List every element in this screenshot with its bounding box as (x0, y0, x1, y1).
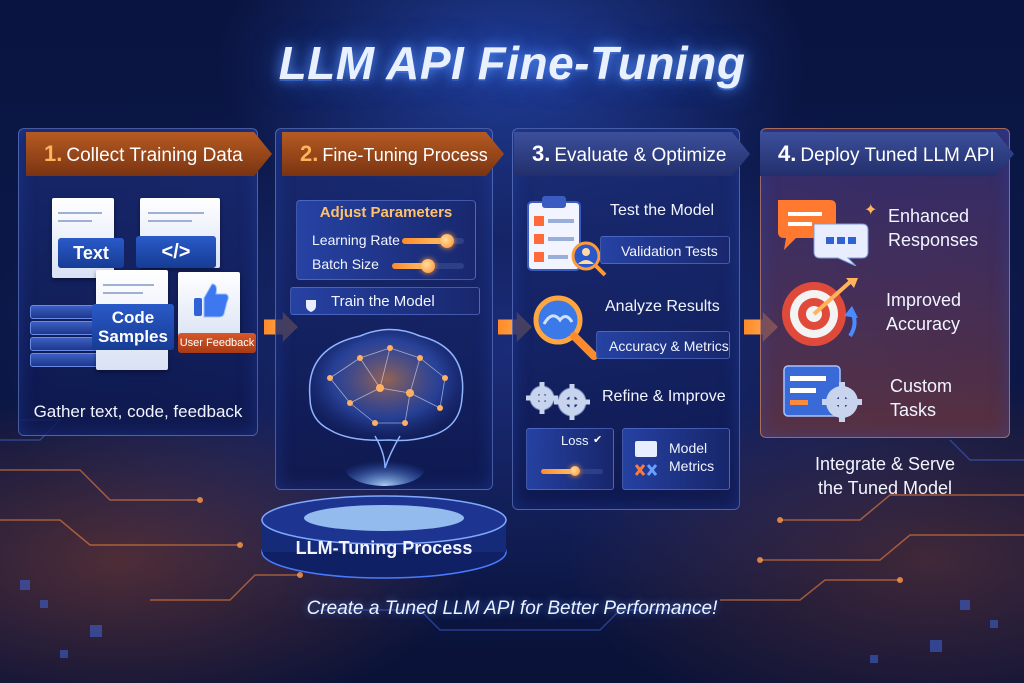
step-3-header: 3.Evaluate & Optimize (514, 132, 750, 176)
test-model-label: Test the Model (610, 202, 715, 219)
footer-tagline: Create a Tuned LLM API for Better Perfor… (306, 598, 718, 619)
pedestal-label: LLM-Tuning Process (295, 538, 473, 558)
magnifying-glass-icon (533, 295, 598, 360)
step-4-header: 4.Deploy Tuned LLM API (760, 132, 1014, 176)
model-metrics-label: Model Metrics (669, 440, 715, 474)
step-2-label: Fine-Tuning Process (322, 145, 488, 165)
step-1-header: 1.Collect Training Data (26, 132, 272, 176)
param-batch-size-label: Batch Size (312, 256, 379, 272)
step-1-caption: Gather text, code, feedback (33, 402, 243, 421)
step-1-label: Collect Training Data (66, 145, 243, 166)
step-2-header: 2.Fine-Tuning Process (282, 132, 504, 176)
brain-network-icon (308, 328, 464, 486)
accuracy-metrics-bar[interactable]: Accuracy & Metrics (596, 331, 730, 359)
train-model-bar[interactable]: Train the Model (290, 287, 480, 315)
tag-code-samples: Code Samples (92, 304, 174, 350)
refine-improve-label: Refine & Improve (602, 388, 726, 405)
task-gear-icon (783, 365, 862, 422)
code-icon: </> (136, 236, 216, 268)
param-learning-rate-label: Learning Rate (312, 232, 400, 248)
analyze-results-label: Analyze Results (605, 298, 720, 315)
tag-text: Text (58, 238, 124, 268)
loss-slider[interactable] (541, 466, 603, 476)
chevron-down-icon: ✔ (593, 434, 603, 446)
step-4-caption: Integrate & Serve the Tuned Model (814, 454, 956, 498)
target-icon (782, 278, 858, 346)
model-metrics-card[interactable]: Model Metrics (622, 428, 730, 490)
outcome-custom-tasks: Custom Tasks (890, 376, 953, 420)
clipboard-checklist-icon (527, 196, 581, 271)
step-3-label: Evaluate & Optimize (554, 145, 727, 166)
step-4-label: Deploy Tuned LLM API (800, 145, 995, 166)
gears-icon (526, 382, 590, 420)
page-title: LLM API Fine-Tuning (278, 37, 746, 89)
outcome-enhanced-responses: Enhanced Responses (888, 206, 979, 250)
thumbs-up-icon (190, 280, 230, 325)
loss-label: Loss (561, 433, 589, 448)
shield-icon (305, 295, 317, 323)
learning-rate-slider[interactable] (402, 234, 464, 248)
tag-user-feedback: User Feedback (178, 333, 256, 353)
metrics-icon (633, 439, 661, 489)
batch-size-slider[interactable] (392, 259, 464, 273)
validation-tests-bar[interactable]: Validation Tests (600, 236, 730, 264)
sparkle-icon: ✦ (864, 202, 878, 219)
chat-bubbles-icon (778, 200, 869, 266)
outcome-improved-accuracy: Improved Accuracy (886, 290, 962, 334)
adjust-parameters-label: Adjust Parameters (319, 204, 453, 221)
pedestal-icon (261, 495, 507, 579)
loss-card[interactable]: Loss ✔ (526, 428, 614, 490)
user-magnifier-icon (571, 241, 607, 277)
